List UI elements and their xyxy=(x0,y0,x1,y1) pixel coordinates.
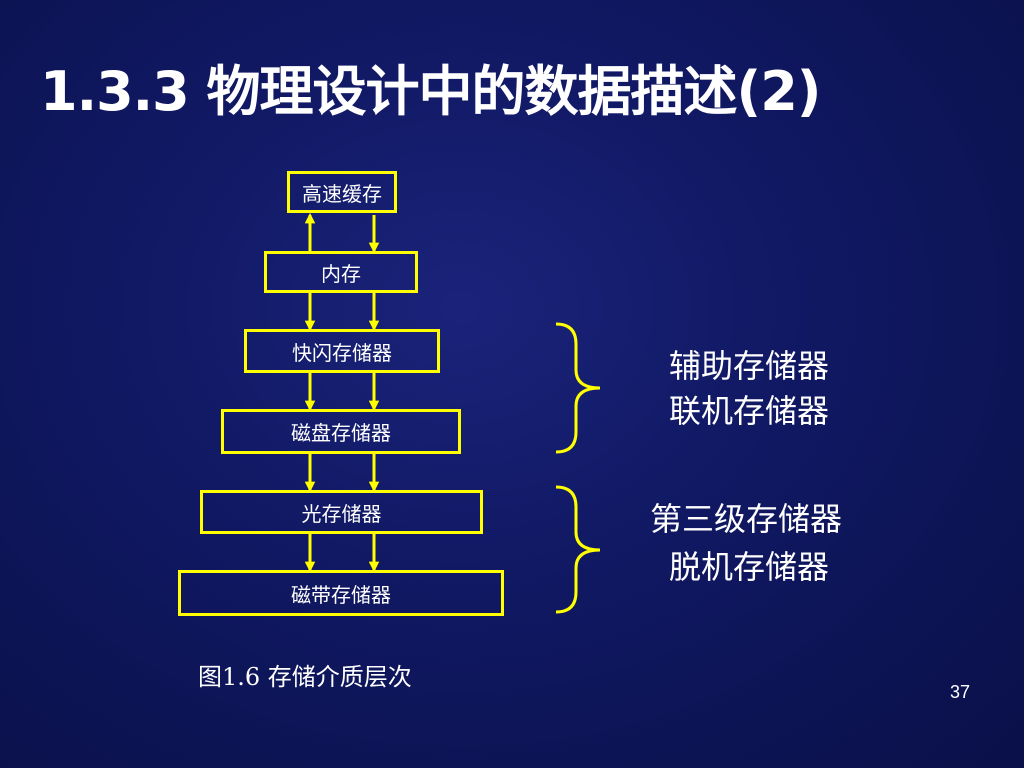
level-flash-storage: 快闪存储器 xyxy=(244,329,440,373)
slide-title: 1.3.3 物理设计中的数据描述(2) xyxy=(40,60,821,123)
figure-caption: 图1.6 存储介质层次 xyxy=(198,663,412,691)
label-offline-storage: 脱机存储器 xyxy=(669,548,830,586)
level-tape-storage: 磁带存储器 xyxy=(178,570,504,616)
label-tertiary-storage: 第三级存储器 xyxy=(650,500,843,538)
label-auxiliary-storage: 辅助存储器 xyxy=(669,347,830,385)
level-optical-storage: 光存储器 xyxy=(200,490,483,534)
page-number: 37 xyxy=(950,682,971,702)
level-disk-storage: 磁盘存储器 xyxy=(221,409,461,454)
level-main-memory: 内存 xyxy=(264,251,418,293)
brace-online-storage xyxy=(555,322,601,454)
label-online-storage: 联机存储器 xyxy=(669,392,830,430)
brace-offline-storage xyxy=(555,485,601,614)
level-cache: 高速缓存 xyxy=(287,171,397,213)
